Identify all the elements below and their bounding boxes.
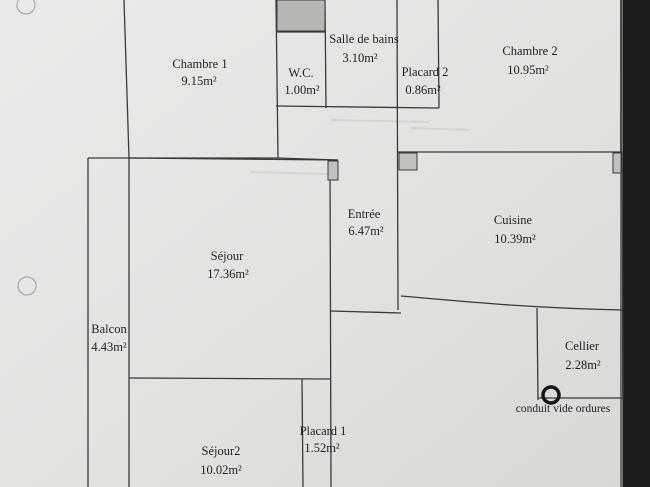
shaft-block-top [276,0,326,32]
room-sejour-name: Séjour [211,249,244,263]
room-entree-area: 6.47m² [348,224,384,238]
room-placard-1: Placard 1 1.52m² [300,424,347,455]
room-cuisine-area: 10.39m² [494,232,536,246]
room-cuisine: Cuisine 10.39m² [494,213,536,246]
corner-block-cuisine-right [612,152,622,174]
room-chambre-2-area: 10.95m² [507,63,549,77]
room-chambre-1-area: 9.15m² [181,74,217,88]
room-placard-2: Placard 2 0.86m² [402,65,449,97]
conduit-circle-icon [541,385,561,405]
binder-edge-highlight [620,0,623,487]
room-entree-name: Entrée [348,207,381,221]
room-wc-area: 1.00m² [284,83,320,97]
room-placard-1-area: 1.52m² [304,441,340,455]
conduit-label: conduit vide ordures [516,403,611,415]
room-sejour-2-name: Séjour2 [202,444,241,458]
room-placard-1-name: Placard 1 [300,424,347,438]
paper-sheet [0,0,622,487]
room-cuisine-name: Cuisine [494,213,533,227]
room-salle-de-bains-area: 3.10m² [342,51,378,65]
room-sejour-2-area: 10.02m² [200,463,242,477]
show-through-marks [249,119,471,175]
room-placard-2-name: Placard 2 [402,65,449,79]
room-balcon: Balcon 4.43m² [91,322,127,354]
binder-edge [622,0,650,487]
room-chambre-2: Chambre 2 10.95m² [502,44,557,77]
room-salle-de-bains-name: Salle de bains [329,32,399,46]
room-balcon-name: Balcon [91,322,127,336]
room-cellier: Cellier 2.28m² [565,339,601,372]
room-cellier-area: 2.28m² [565,358,601,372]
room-placard-2-area: 0.86m² [405,83,441,97]
room-entree: Entrée 6.47m² [348,207,384,238]
walls [87,0,624,487]
punch-hole-bottom [17,276,37,296]
room-wc-name: W.C. [288,66,313,80]
room-sejour-area: 17.36m² [207,267,249,281]
room-chambre-1-name: Chambre 1 [172,57,227,71]
corner-block-sejour [327,160,339,181]
room-sejour-2: Séjour2 10.02m² [200,444,242,477]
room-salle-de-bains: Salle de bains 3.10m² [329,32,399,65]
room-chambre-2-name: Chambre 2 [502,44,557,58]
room-balcon-area: 4.43m² [91,340,127,354]
room-wc: W.C. 1.00m² [284,66,320,97]
punch-hole-top [16,0,36,15]
room-chambre-1: Chambre 1 9.15m² [172,57,227,88]
room-sejour: Séjour 17.36m² [207,249,249,281]
room-cellier-name: Cellier [565,339,600,353]
corner-block-cuisine-left [398,152,418,171]
